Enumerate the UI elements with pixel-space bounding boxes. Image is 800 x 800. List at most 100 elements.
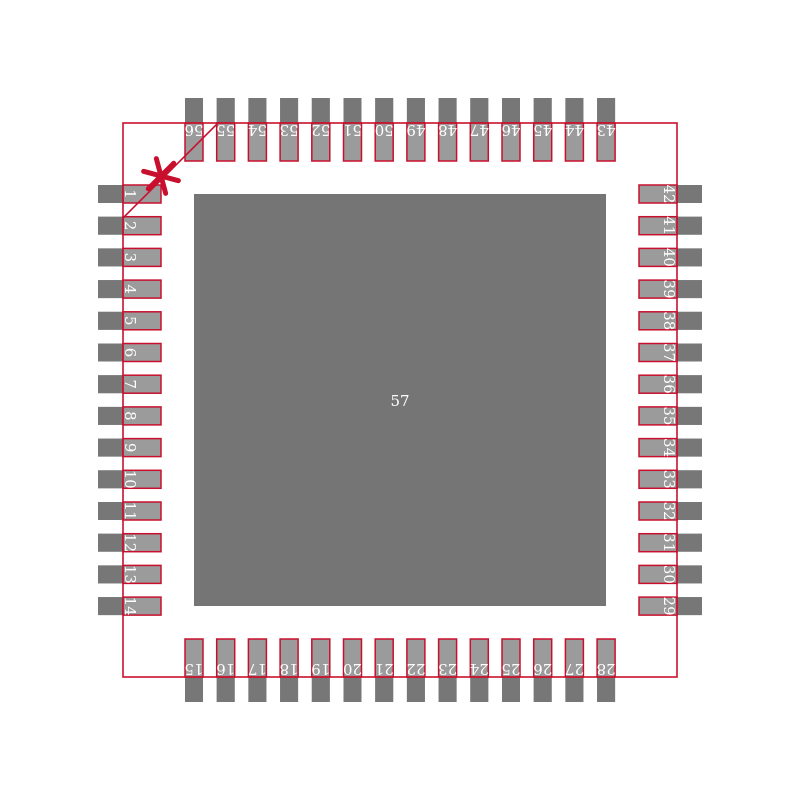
asterisk-icon [141, 156, 181, 196]
asterisk-stroke [145, 160, 177, 192]
pin-number-label: 32 [660, 501, 678, 520]
pad-copper-outer [677, 533, 702, 552]
pad-copper-outer [98, 470, 123, 489]
pin-number-label: 35 [660, 406, 678, 425]
pin-number-label: 40 [660, 248, 678, 267]
pad-copper-outer [677, 311, 702, 330]
pin-number-label: 47 [470, 121, 489, 139]
pin-number-label: 12 [121, 533, 139, 552]
pin-number-label: 15 [184, 660, 203, 678]
pad-copper-outer [597, 98, 616, 123]
pad-copper-outer [216, 98, 235, 123]
pad-copper-outer [677, 406, 702, 425]
pads-layer [98, 98, 702, 702]
pin-number-label: 33 [660, 470, 678, 489]
pad-1 [98, 184, 162, 204]
pad-copper-outer [343, 98, 362, 123]
pad-22 [406, 638, 426, 702]
pad-47 [469, 98, 490, 162]
pad-50 [374, 98, 394, 162]
pad-copper-outer [677, 216, 702, 235]
pin-number-label: 30 [660, 565, 678, 584]
pad-copper-outer [216, 677, 235, 702]
pin-number-label: 42 [660, 184, 678, 203]
pad-copper-outer [677, 375, 702, 394]
pin-number-label: 25 [501, 660, 520, 678]
pin-number-label: 48 [438, 121, 457, 139]
pad-18 [279, 638, 299, 702]
pad-copper-outer [98, 375, 123, 394]
pin-number-label: 54 [248, 121, 267, 139]
pin-number-label: 38 [660, 311, 678, 330]
pad-copper-outer [98, 216, 123, 235]
pad-12 [98, 532, 162, 553]
pad-copper-outer [98, 280, 123, 299]
pad-36 [638, 374, 702, 394]
pad-31 [638, 532, 702, 553]
pad-copper-outer [98, 311, 123, 330]
pad-copper-outer [98, 185, 123, 203]
pin-number-label: 8 [121, 411, 139, 421]
pad-copper-outer [343, 677, 362, 702]
pad-45 [532, 98, 553, 162]
pad-copper-outer [375, 677, 394, 702]
pin-number-label: 17 [248, 660, 267, 678]
pad-23 [437, 638, 458, 702]
pad-30 [638, 564, 702, 585]
pad-copper-outer [98, 533, 123, 552]
pin-number-label: 21 [375, 660, 394, 678]
pad-27 [564, 638, 585, 702]
pad-39 [638, 279, 702, 299]
pin-number-label: 24 [470, 660, 489, 678]
pad-copper-outer [677, 502, 702, 520]
pad-10 [98, 469, 162, 490]
pad-copper-outer [565, 98, 584, 123]
pad-34 [638, 437, 702, 458]
pad-copper-outer [677, 280, 702, 299]
pad-20 [342, 638, 363, 702]
pad-copper-outer [406, 677, 425, 702]
pad-copper-outer [98, 343, 123, 362]
pad-15 [184, 638, 204, 702]
pin-number-label: 2 [121, 221, 139, 231]
pin-number-label: 7 [121, 379, 139, 389]
pin-number-label: 28 [597, 660, 616, 678]
pin-number-label: 9 [121, 443, 139, 453]
pad-51 [342, 98, 363, 162]
pin-number-label: 18 [280, 660, 299, 678]
pad-8 [98, 406, 162, 426]
pin-number-label: 27 [565, 660, 584, 678]
pin-number-label: 20 [343, 660, 362, 678]
pin-number-label: 14 [121, 597, 139, 616]
pin-number-label: 45 [533, 121, 552, 139]
pad-copper-outer [533, 98, 552, 123]
pad-6 [98, 342, 162, 363]
pin-number-label: 52 [311, 121, 330, 139]
pad-copper-outer [677, 185, 702, 203]
pad-5 [98, 311, 162, 331]
pad-2 [98, 215, 162, 236]
pin-number-label: 44 [565, 121, 584, 139]
pad-13 [98, 564, 162, 585]
pad-26 [532, 638, 553, 702]
pin-number-label: 51 [343, 121, 362, 139]
pin-number-label: 49 [406, 121, 425, 139]
pad-copper-outer [677, 248, 702, 267]
pad-37 [638, 342, 702, 363]
pin-number-label: 5 [121, 316, 139, 326]
pad-33 [638, 469, 702, 490]
pad-7 [98, 374, 162, 394]
pin-number-label: 16 [216, 660, 235, 678]
pin-number-label: 26 [533, 660, 552, 678]
pin-number-label: 39 [660, 280, 678, 299]
pin1-chamfer-line [122, 122, 219, 219]
pad-copper-outer [597, 677, 616, 702]
pad-54 [247, 98, 268, 162]
pad-copper-outer [470, 677, 489, 702]
pad-copper-outer [565, 677, 584, 702]
pin-number-label: 55 [216, 121, 235, 139]
pin-number-label: 29 [660, 597, 678, 616]
pin-number-label: 11 [121, 501, 139, 520]
pad-copper-outer [470, 98, 489, 123]
